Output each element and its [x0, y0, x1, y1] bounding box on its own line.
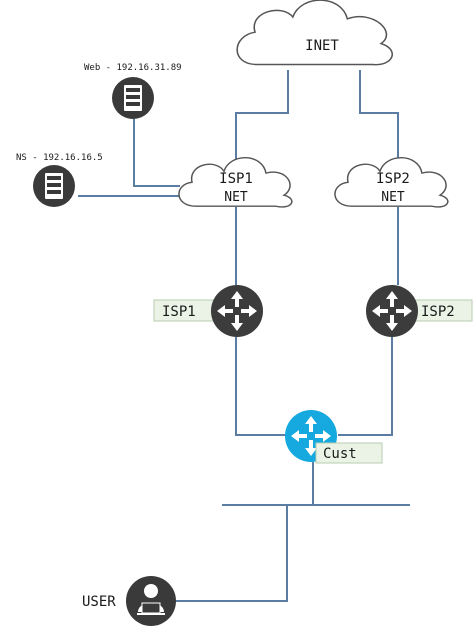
router-isp2-icon [366, 285, 418, 337]
cloud-isp1-label-1: ISP1 [219, 171, 253, 187]
server-ns-label: NS - 192.16.16.5 [16, 153, 103, 163]
link-isp1-cust [235, 337, 286, 436]
cloud-isp1-label-2: NET [224, 190, 248, 205]
cloud-isp1-net [178, 157, 293, 208]
link-inet-isp1 [235, 70, 289, 168]
router-isp2 [366, 285, 418, 337]
cloud-isp2-label-2: NET [381, 190, 405, 205]
router-cust-label: Cust [323, 446, 357, 462]
cloud-inet [236, 0, 393, 66]
link-lan-user [176, 505, 288, 602]
router-cust-tag: Cust [315, 442, 383, 464]
server-web-label: Web - 192.16.31.89 [84, 63, 182, 73]
router-isp1-label: ISP1 [162, 304, 196, 320]
router-isp2-tag: ISP2 [403, 299, 473, 322]
cloud-isp2-net [334, 157, 449, 208]
link-inet-isp2 [359, 70, 399, 168]
link-isp2-cust [338, 337, 393, 436]
links [78, 70, 410, 602]
server-web [112, 77, 154, 119]
server-ns [33, 165, 75, 207]
router-isp2-label: ISP2 [421, 304, 455, 320]
router-isp1 [211, 285, 263, 337]
user-icon [126, 576, 176, 626]
cloud-inet-label: INET [305, 38, 339, 54]
link-web-isp1 [133, 118, 180, 187]
user-label: USER [82, 594, 116, 610]
router-isp1-icon [211, 285, 263, 337]
user-node [126, 576, 176, 626]
cloud-isp2-label-1: ISP2 [376, 171, 410, 187]
